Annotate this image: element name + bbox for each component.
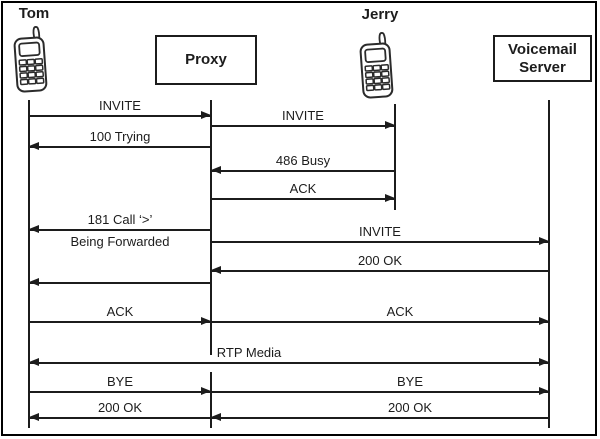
lifeline-voicemail [548, 100, 550, 428]
message-label: ACK [386, 304, 414, 319]
arrow-line [29, 282, 211, 284]
arrowhead-left-icon [29, 413, 39, 421]
arrowhead-right-icon [385, 194, 395, 202]
arrow-line [211, 270, 549, 272]
cell-phone-icon [13, 26, 48, 93]
arrowhead-left-icon [29, 225, 39, 233]
cell-phone-icon [359, 32, 394, 99]
arrowhead-right-icon [201, 111, 211, 119]
arrow-line [29, 146, 211, 148]
message-label: INVITE [99, 98, 141, 113]
arrow-line [211, 125, 395, 127]
arrow-line [211, 170, 395, 172]
arrow-line [29, 115, 211, 117]
lifeline-jerry [394, 104, 396, 210]
arrow-line [29, 391, 211, 393]
message-label: 200 OK [357, 253, 403, 268]
actor-box-proxy: Proxy [155, 35, 257, 85]
lifeline-proxy-lower [210, 372, 212, 428]
arrowhead-left-icon [29, 358, 39, 366]
message-label: 200 OK [387, 400, 433, 415]
arrowhead-left-icon [211, 413, 221, 421]
arrowhead-right-icon [539, 358, 549, 366]
arrow-line [29, 321, 211, 323]
arrow-line [211, 241, 549, 243]
arrowhead-right-icon [539, 237, 549, 245]
message-label-line2: Being Forwarded [70, 234, 170, 249]
lifeline-tom [28, 100, 30, 428]
arrowhead-right-icon [539, 317, 549, 325]
actor-label-proxy: Proxy [185, 51, 227, 69]
message-label: ACK [289, 181, 317, 196]
arrowhead-left-icon [29, 142, 39, 150]
message-label: INVITE [359, 224, 401, 239]
arrow-line [211, 198, 395, 200]
message-label: 486 Busy [275, 153, 331, 168]
message-label: RTP Media [216, 345, 282, 360]
arrow-line [29, 229, 211, 231]
arrowhead-left-icon [211, 266, 221, 274]
arrowhead-left-icon [29, 278, 39, 286]
message-label: ACK [106, 304, 134, 319]
arrowhead-right-icon [539, 387, 549, 395]
arrowhead-right-icon [201, 317, 211, 325]
actor-label-tom: Tom [18, 5, 50, 22]
message-label: BYE [106, 374, 133, 389]
message-label: INVITE [282, 108, 324, 123]
message-label: BYE [396, 374, 423, 389]
arrowhead-right-icon [201, 387, 211, 395]
arrow-line [29, 362, 549, 364]
arrow-line [211, 417, 549, 419]
message-label: 100 Trying [89, 129, 151, 144]
actor-box-voicemail-server: Voicemail Server [493, 35, 592, 82]
arrow-line [211, 391, 549, 393]
actor-label-jerry: Jerry [361, 6, 399, 23]
actor-label-voicemail-server: Voicemail Server [508, 41, 577, 76]
arrowhead-left-icon [211, 166, 221, 174]
lifeline-proxy-upper [210, 100, 212, 355]
message-label: 181 Call ‘>’ [87, 212, 153, 227]
message-label: 200 OK [97, 400, 143, 415]
arrowhead-right-icon [385, 121, 395, 129]
arrow-line [211, 321, 549, 323]
arrow-line [29, 417, 211, 419]
